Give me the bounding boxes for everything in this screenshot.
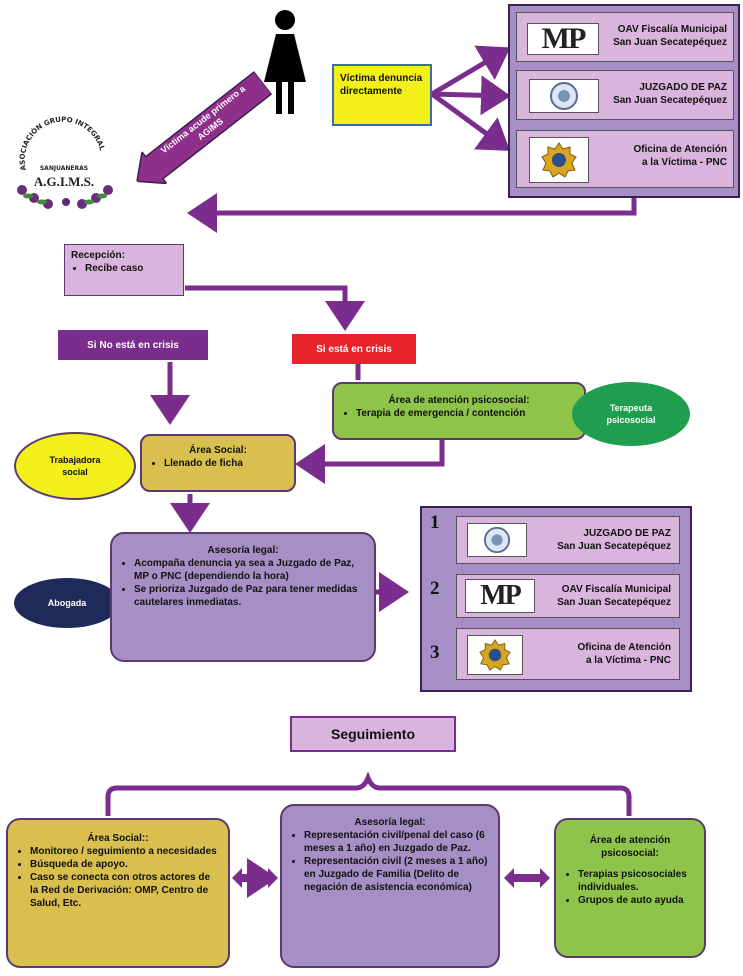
institution-mp-line2: San Juan Secatepéquez xyxy=(613,37,727,48)
double-arrow-icon xyxy=(504,868,550,888)
double-arrow-icon xyxy=(232,868,278,888)
therapist-label: Terapeuta psicosocial xyxy=(606,403,656,425)
followup-title: Seguimiento xyxy=(330,726,415,742)
guatemala-seal-icon xyxy=(467,523,527,557)
referral-mp-line1: OAV Fiscalía Municipal xyxy=(561,584,671,595)
referral-num-2: 2 xyxy=(430,578,440,599)
lawyer-oval: Abogada xyxy=(14,578,120,628)
crisis-label: Si está en crisis xyxy=(316,343,392,355)
social-area-box: Área Social: Llenado de ficha xyxy=(140,434,296,492)
social-worker-label: Trabajadora social xyxy=(49,455,101,477)
therapist-oval: Terapeuta psicosocial xyxy=(572,382,690,446)
referral-num-1: 1 xyxy=(430,512,440,533)
reception-title: Recepción: xyxy=(71,250,125,261)
institution-pnc-line2: a la Víctima - PNC xyxy=(641,157,727,168)
followup-social-item-2: Búsqueda de apoyo. xyxy=(30,858,220,871)
woman-icon xyxy=(264,10,306,114)
referral-pnc-line1: Oficina de Atención xyxy=(577,642,671,653)
followup-psych-item-2: Grupos de auto ayuda xyxy=(578,894,696,907)
social-worker-oval: Trabajadora social xyxy=(14,432,136,500)
referral-juzgado-line2: San Juan Secatepéquez xyxy=(557,541,671,552)
followup-psych-item-1: Terapias psicosociales individuales. xyxy=(578,868,696,894)
agims-acronym: A.G.I.M.S. xyxy=(34,174,94,189)
followup-legal-box: Asesoría legal: Representación civil/pen… xyxy=(280,804,500,968)
pnc-badge-icon xyxy=(467,635,523,675)
followup-social-box: Área Social:: Monitoreo / seguimiento a … xyxy=(6,818,230,968)
institution-mp: MP OAV Fiscalía Municipal San Juan Secat… xyxy=(516,12,734,62)
institution-mp-line1: OAV Fiscalía Municipal xyxy=(617,24,727,35)
social-area-item: Llenado de ficha xyxy=(164,457,286,470)
direct-report-box: Víctima denuncia directamente xyxy=(332,64,432,126)
followup-social-title: Área Social:: xyxy=(87,833,149,844)
psych-area-box: Área de atención psicosocial: Terapia de… xyxy=(332,382,586,440)
psych-area-item: Terapia de emergencia / contención xyxy=(356,407,576,420)
arrow-shape-icon xyxy=(136,70,273,185)
agims-logo: ASOCIACIÓN GRUPO INTEGRAL DE MUJERES SAN… xyxy=(1,104,122,218)
followup-legal-title: Asesoría legal: xyxy=(354,817,426,828)
svg-text:ASOCIACIÓN GRUPO INTEGRAL DE M: ASOCIACIÓN GRUPO INTEGRAL DE MUJERES xyxy=(4,110,106,171)
institution-juzgado-line1: JUZGADO DE PAZ xyxy=(639,82,727,93)
followup-psych-title: Área de atención psicosocial: xyxy=(589,835,671,859)
followup-legal-item-2: Representación civil (2 meses a 1 año) e… xyxy=(304,855,490,894)
legal-title: Asesoría legal: xyxy=(207,545,279,556)
referral-pnc-line2: a la Víctima - PNC xyxy=(585,655,671,666)
agims-first-arrow: Víctima acude primero a AGIMS xyxy=(125,67,276,197)
institution-juzgado: JUZGADO DE PAZ San Juan Secatepéquez xyxy=(516,70,734,120)
referral-juzgado-line1: JUZGADO DE PAZ xyxy=(583,528,671,539)
mp-logo-icon: MP xyxy=(465,579,535,613)
pnc-badge-icon xyxy=(529,137,589,183)
legal-item-1: Acompaña denuncia ya sea a Juzgado de Pa… xyxy=(134,557,366,583)
institution-pnc: Oficina de Atención a la Víctima - PNC xyxy=(516,130,734,188)
direct-report-label: Víctima denuncia directamente xyxy=(340,73,423,97)
followup-social-item-1: Monitoreo / seguimiento a necesidades xyxy=(30,845,220,858)
agims-emblem-icon: ASOCIACIÓN GRUPO INTEGRAL DE MUJERES SAN… xyxy=(1,104,113,209)
agims-ring-text: ASOCIACIÓN GRUPO INTEGRAL DE MUJERES xyxy=(1,104,107,171)
reception-box: Recepción: Recibe caso xyxy=(64,244,184,296)
referral-mp-line2: San Juan Secatepéquez xyxy=(557,597,671,608)
mp-logo-icon: MP xyxy=(527,22,599,55)
legal-box: Asesoría legal: Acompaña denuncia ya sea… xyxy=(110,532,376,662)
referral-pnc: Oficina de Atención a la Víctima - PNC xyxy=(456,628,680,680)
institution-juzgado-line2: San Juan Secatepéquez xyxy=(613,95,727,106)
no-crisis-label: Si No está en crisis xyxy=(87,339,179,351)
agims-sub-text: SANJUANERAS xyxy=(40,165,88,172)
followup-title-box: Seguimiento xyxy=(290,716,456,752)
followup-social-item-3: Caso se conecta con otros actores de la … xyxy=(30,871,220,910)
no-crisis-box: Si No está en crisis xyxy=(58,330,208,360)
guatemala-seal-icon xyxy=(529,79,599,113)
social-area-title: Área Social: xyxy=(189,445,247,456)
lawyer-label: Abogada xyxy=(47,598,87,608)
psych-area-title: Área de atención psicosocial: xyxy=(388,395,530,406)
referral-num-3: 3 xyxy=(430,642,440,663)
crisis-box: Si está en crisis xyxy=(292,334,416,364)
followup-legal-item-1: Representación civil/penal del caso (6 m… xyxy=(304,829,490,855)
institution-pnc-line1: Oficina de Atención xyxy=(633,144,727,155)
legal-item-2: Se prioriza Juzgado de Paz para tener me… xyxy=(134,583,366,609)
reception-item: Recibe caso xyxy=(85,262,177,275)
referral-juzgado: JUZGADO DE PAZ San Juan Secatepéquez xyxy=(456,516,680,564)
followup-psych-box: Área de atención psicosocial: Terapias p… xyxy=(554,818,706,958)
referral-mp: MP OAV Fiscalía Municipal San Juan Secat… xyxy=(456,574,680,618)
